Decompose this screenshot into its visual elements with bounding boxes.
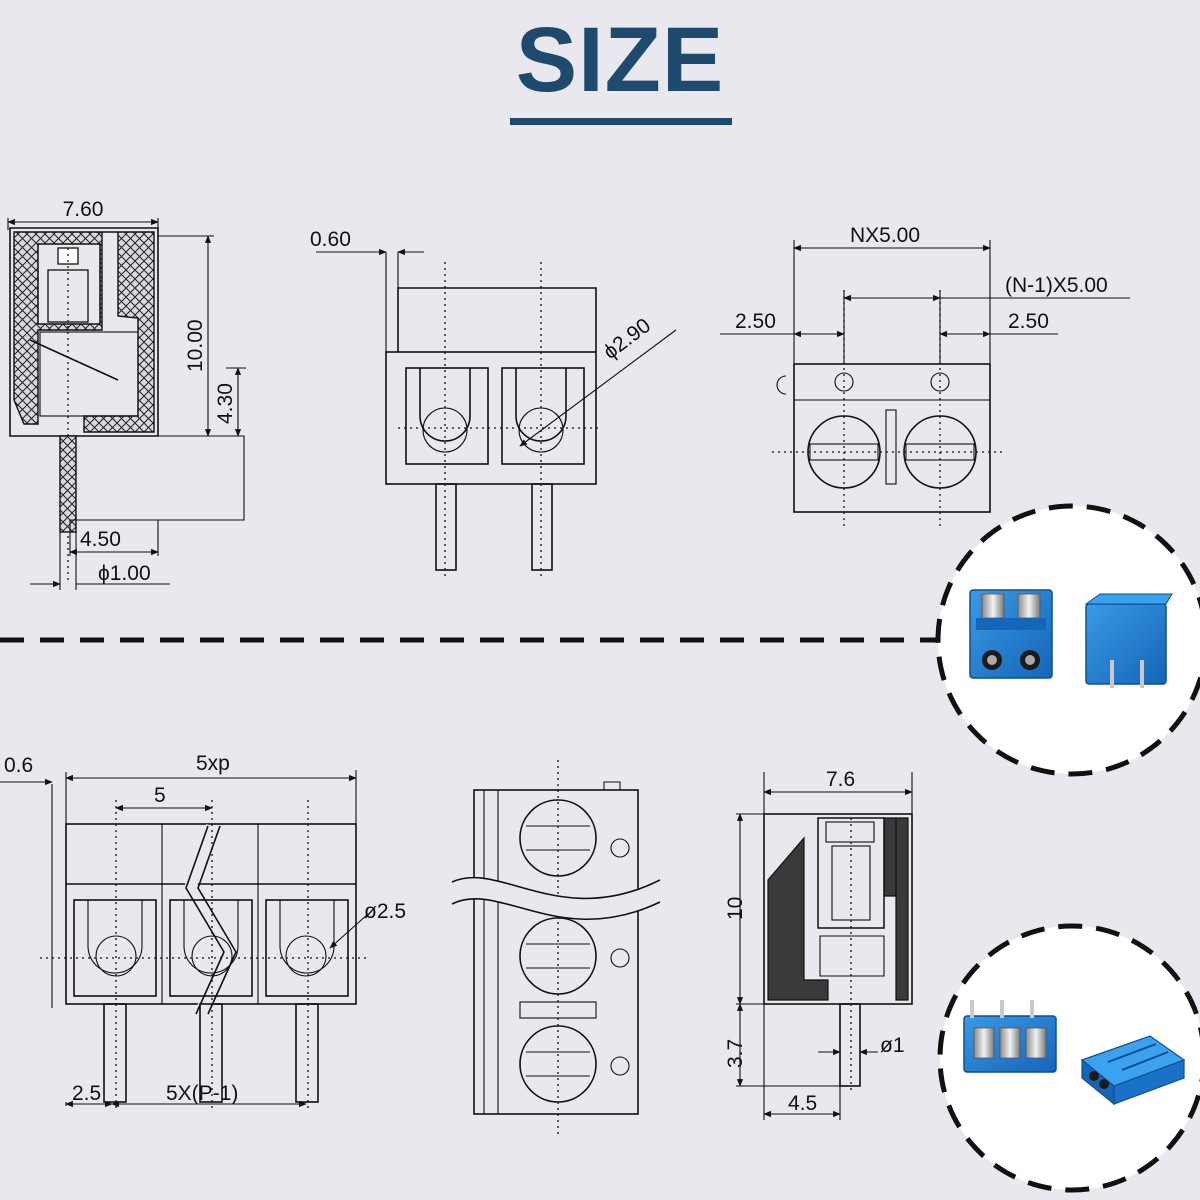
dim-pitch-bottom: 5 xyxy=(154,784,166,807)
dim-pin-length-bottom: 3.7 xyxy=(724,1039,747,1068)
dim-pin-diameter-bottom: ø1 xyxy=(880,1034,905,1057)
photo-3pin xyxy=(937,923,1200,1193)
photo-2pin xyxy=(935,503,1200,777)
top-front-view: 0.60 ϕ2.90 xyxy=(310,228,677,578)
dim-wall: 0.60 xyxy=(310,228,351,251)
top-side-view: 7.60 10.00 4.30 4.50 ϕ1.00 xyxy=(7,198,246,590)
dim-hole-diameter-bottom: ø2.5 xyxy=(364,900,406,923)
dim-pins-bottom: 5X(P-1) xyxy=(166,1082,238,1105)
top-top-view: NX5.00 (N-1)X5.00 2.50 2.50 xyxy=(720,224,1130,530)
dim-pitch-total: (N-1)X5.00 xyxy=(1005,274,1108,297)
dim-height-bottom: 10 xyxy=(724,897,747,920)
dim-margin-left: 2.50 xyxy=(735,310,776,333)
bottom-side-view: 7.6 10 3.7 ø1 4.5 xyxy=(724,768,913,1120)
dim-pin-offset: 4.50 xyxy=(80,528,121,551)
dim-total: NX5.00 xyxy=(850,224,920,247)
terminal-3pin-side xyxy=(1080,1035,1186,1106)
dim-hole-diameter: ϕ2.90 xyxy=(599,314,655,364)
bottom-top-view xyxy=(451,760,661,1134)
title-underline xyxy=(510,118,732,125)
terminal-2pin-front xyxy=(969,589,1053,679)
dim-pin-diameter: ϕ1.00 xyxy=(98,562,151,585)
dim-total-bottom: 5xp xyxy=(196,752,230,775)
terminal-3pin-front xyxy=(963,1000,1057,1073)
dim-margin-right: 2.50 xyxy=(1008,310,1049,333)
dim-height: 10.00 xyxy=(184,319,207,372)
bottom-front-view: 0.6 5xp 5 xyxy=(0,752,406,1110)
dim-pin-offset-bottom: 4.5 xyxy=(788,1092,817,1115)
page-title: SIZE xyxy=(515,9,725,111)
dim-pin-length: 4.30 xyxy=(214,383,237,424)
terminal-2pin-side xyxy=(1084,593,1173,688)
dim-width-bottom: 7.6 xyxy=(826,768,855,791)
dim-width: 7.60 xyxy=(63,198,104,221)
dim-wall-bottom: 0.6 xyxy=(4,754,33,777)
dim-margin-bottom: 2.5 xyxy=(72,1082,101,1105)
